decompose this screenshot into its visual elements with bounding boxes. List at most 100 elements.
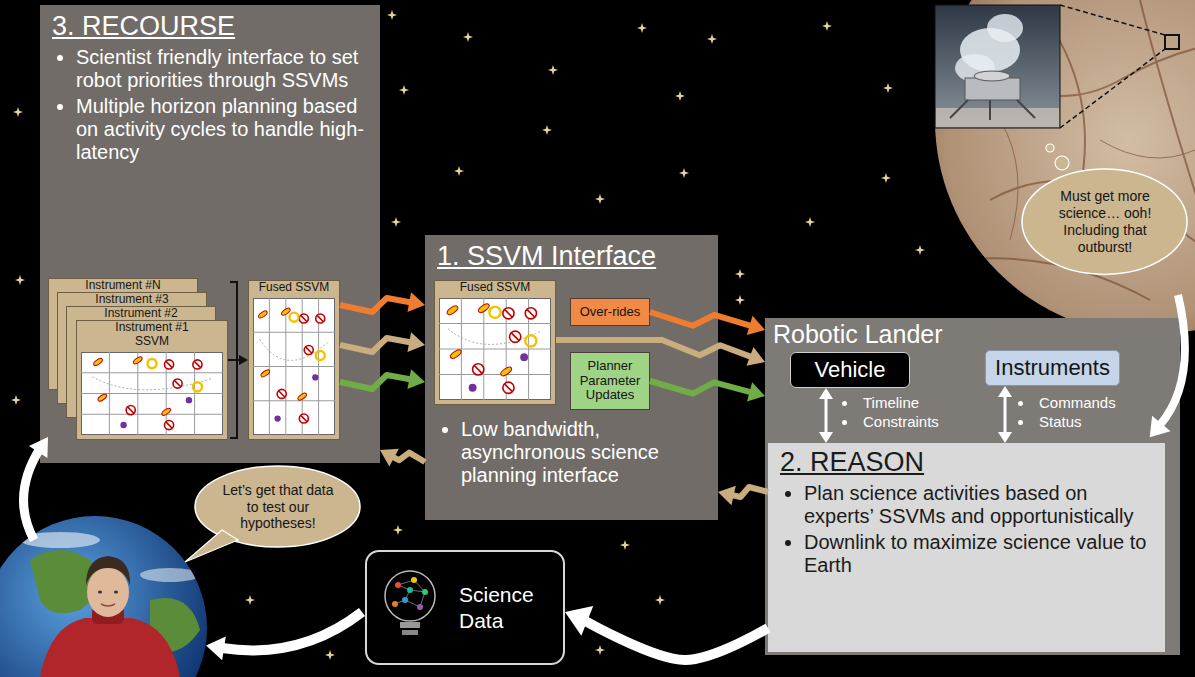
uplink-bolt [650, 312, 765, 335]
ssvm-grid [257, 310, 268, 319]
ssvm-grid [194, 361, 200, 367]
bullet-text: Scientist friendly interface to set robo… [76, 46, 368, 92]
lander-inset [974, 71, 1010, 81]
ssvm-grid [161, 407, 172, 416]
ssvm-grid [489, 307, 500, 318]
ssvm-grid [306, 347, 312, 353]
uplink-bolt [380, 449, 425, 467]
lightbulb-icon [422, 589, 428, 595]
uplink-bolt [340, 332, 425, 352]
bullet-text: Low bandwidth, asynchronous science plan… [461, 418, 704, 487]
ssvm-grid [301, 315, 307, 321]
ssvm-grid [93, 357, 104, 366]
earth-globe [30, 550, 98, 613]
ssvm-grid [525, 335, 536, 346]
star-field [595, 194, 605, 204]
bullet-text: Downlink to maximize science value to Ea… [804, 531, 1153, 577]
ssvm-grid [132, 356, 143, 365]
bubble-tail [1055, 156, 1069, 170]
lightbulb-icon [407, 587, 413, 593]
ssvm-grid [260, 339, 329, 360]
connector-line [556, 340, 755, 358]
ssvm-grid [279, 391, 285, 397]
ssvm-grid [274, 415, 280, 421]
ssvm-grid [304, 346, 313, 355]
star-field [15, 275, 25, 285]
bubble-tail [185, 530, 238, 562]
ssvm-grid [299, 414, 308, 423]
box-text: Instrument #2 [96, 307, 186, 321]
box-text: Robotic Lander [773, 320, 1172, 349]
ssvm-grid [164, 360, 173, 369]
bullet-list: Low bandwidth, asynchronous science plan… [437, 418, 704, 490]
ssvm-grid [260, 369, 271, 378]
flow-arrow [998, 386, 1012, 443]
ssvm-grid [297, 392, 308, 401]
ssvm-grid [489, 307, 500, 318]
lightbulb-icon [385, 571, 435, 621]
ssvm-card: Fused SSVM [248, 280, 340, 440]
ssvm-grid [120, 422, 126, 428]
lightbulb-icon [395, 580, 425, 607]
box-text: Let’s get that data to test our hypothes… [222, 482, 334, 532]
ssvm-grid [81, 393, 223, 394]
lightbulb-icon [392, 601, 398, 607]
interface-label: Status [1018, 413, 1082, 431]
ssvm-grid [473, 364, 484, 375]
arrow-head [747, 316, 765, 335]
ssvm-grid [299, 314, 308, 323]
bubble-tail [1046, 144, 1054, 152]
scientist-figure [98, 590, 102, 593]
ssvm-grid [446, 304, 459, 316]
arrow-head [718, 486, 736, 506]
star-field [822, 21, 832, 31]
ssvm-grid [503, 382, 514, 393]
europa-moon [1000, 120, 1018, 240]
ssvm-grid [473, 364, 484, 375]
star-field [595, 645, 605, 655]
star-field [655, 595, 665, 605]
ssvm-grid [299, 314, 308, 323]
lander-inset [1060, 49, 1165, 128]
flow-arrow [24, 447, 41, 540]
lightbulb-icon [385, 571, 435, 635]
bullet-list: Scientist friendly interface to set robo… [52, 46, 368, 164]
interface-label: Commands [1018, 394, 1116, 412]
ssvm-grid [254, 299, 335, 435]
ssvm-grid [500, 366, 513, 378]
ssvm-grid [446, 304, 459, 316]
scientist-figure [40, 556, 180, 677]
uplink-bolt [650, 381, 765, 401]
ssvm-grid [525, 308, 536, 319]
arrow-head [819, 388, 833, 399]
europa-moon [935, 0, 1195, 335]
ssvm-grid [289, 313, 298, 322]
ssvm-grid [132, 356, 143, 365]
box-text: Fused SSVM [249, 281, 339, 295]
scientist-figure [101, 604, 115, 606]
ssvm-grid [510, 331, 521, 342]
ssvm-grid [301, 415, 307, 421]
lander-inset [935, 5, 1179, 128]
star-field [325, 650, 335, 660]
ssvm-grid [166, 422, 172, 428]
lightbulb-icon [411, 577, 417, 583]
lander-inset [950, 100, 1035, 120]
arrow-head [407, 332, 425, 352]
box-text: Vehicle [815, 357, 886, 382]
ssvm-grid [186, 397, 192, 403]
arrow-head [565, 606, 593, 636]
ssvm-grid [503, 308, 514, 319]
ssvm-grid [474, 365, 482, 373]
ssvm-grid [260, 369, 271, 378]
lightbulb-icon [402, 597, 408, 603]
flow-arrow [1150, 416, 1171, 437]
bubble-outline [1022, 169, 1187, 274]
ssvm-grid [289, 313, 298, 322]
command-box: Over-rides [570, 298, 650, 326]
ssvm-grid [253, 366, 335, 367]
ssvm-grid [166, 361, 172, 367]
connector-line [340, 375, 414, 389]
scientist-figure [114, 590, 118, 593]
ssvm-grid [280, 307, 291, 316]
